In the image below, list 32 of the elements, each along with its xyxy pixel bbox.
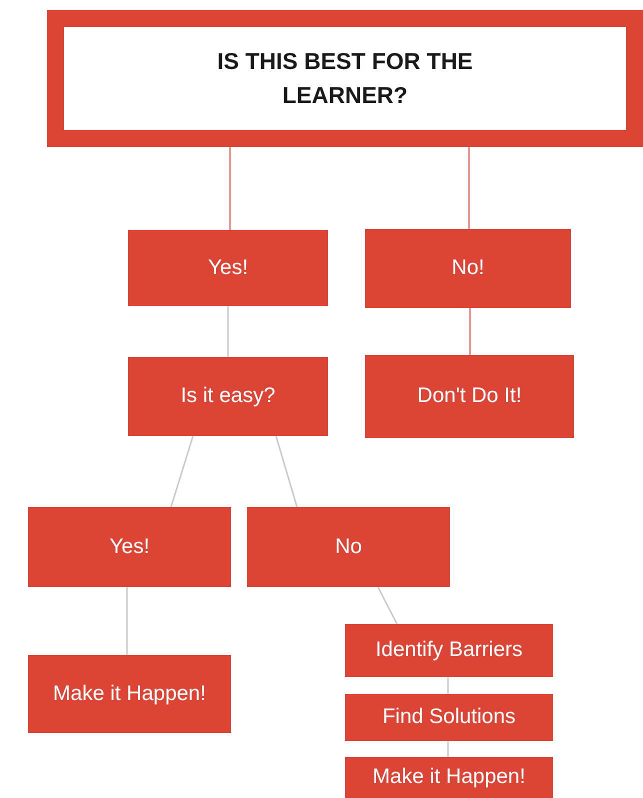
answer-text: Identify Barriers xyxy=(375,637,523,664)
answer-text: No xyxy=(335,534,362,560)
answer-text: Yes! xyxy=(208,254,248,281)
answer-text: Find Solutions xyxy=(382,704,516,730)
connector-line xyxy=(170,436,194,508)
connector-line xyxy=(275,436,298,508)
answer-box xyxy=(128,230,328,306)
connector-line xyxy=(377,586,398,624)
connector-line xyxy=(447,677,449,694)
connector-line xyxy=(468,147,470,229)
answer-box xyxy=(28,507,231,587)
answer-text: Yes! xyxy=(109,534,150,560)
answer-text: Make it Happen! xyxy=(53,680,206,707)
answer-box xyxy=(345,694,553,741)
connector-line xyxy=(469,308,471,355)
question-text: IS THIS BEST FOR THE LEARNER? xyxy=(216,47,474,110)
answer-box xyxy=(128,357,328,436)
answer-box xyxy=(365,355,574,438)
connector-line xyxy=(126,587,128,655)
answer-box xyxy=(28,655,231,733)
answer-text: No! xyxy=(452,255,484,282)
answer-box xyxy=(345,757,553,798)
answer-box xyxy=(345,624,553,677)
connector-line xyxy=(229,147,231,230)
answer-text: Make it Happen! xyxy=(372,764,526,790)
answer-box xyxy=(247,507,450,587)
connector-line xyxy=(447,741,449,757)
answer-box xyxy=(365,229,571,308)
connector-line xyxy=(227,306,229,357)
question-box xyxy=(47,10,643,147)
answer-text: Is it easy? xyxy=(180,383,276,410)
answer-text: Don't Do It! xyxy=(417,383,522,410)
